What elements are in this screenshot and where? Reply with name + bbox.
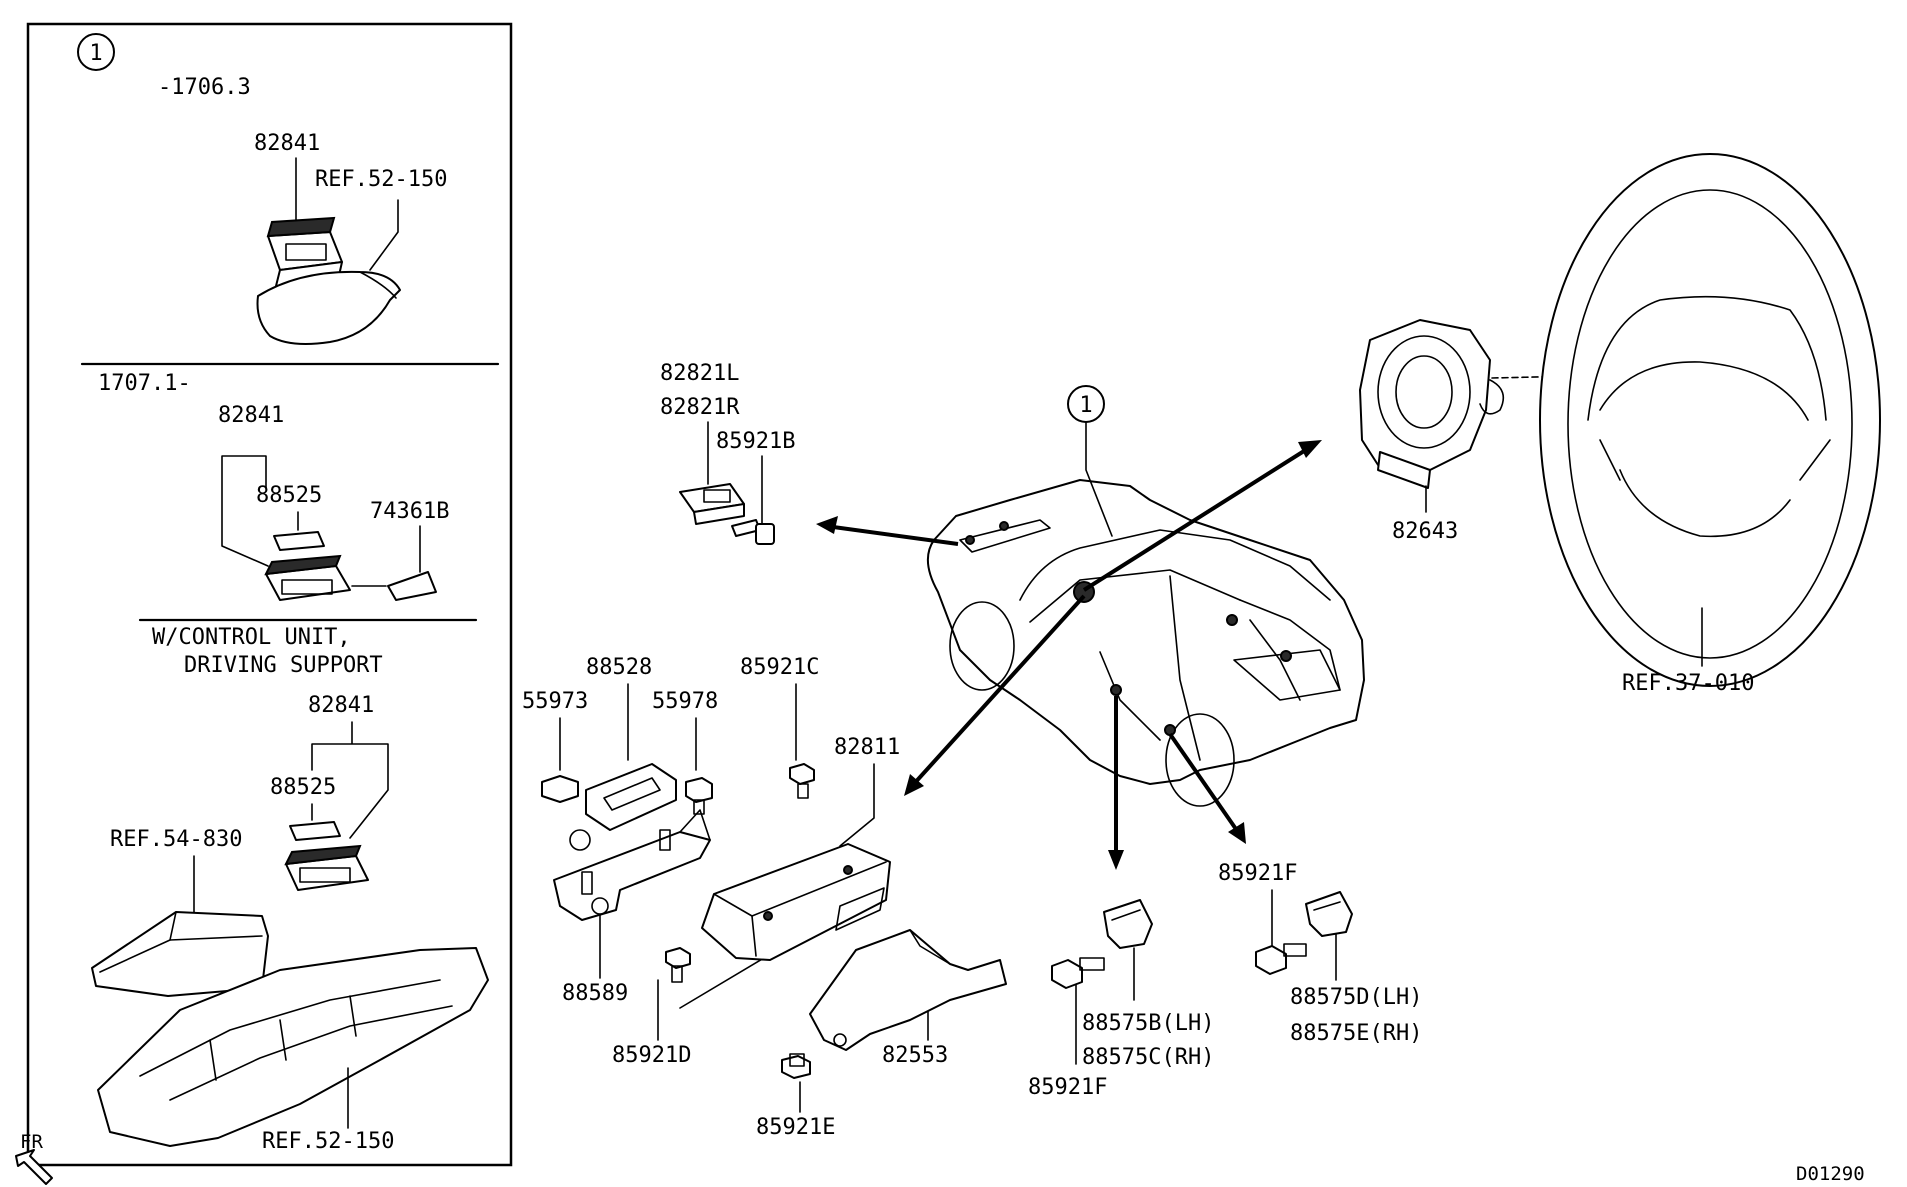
leader-ref-52-150-a (369, 199, 399, 271)
vehicle-outline (927, 479, 1365, 807)
part-label-88575D: 88575D(LH) (1290, 985, 1422, 1010)
leader-82811 (839, 763, 875, 847)
leader-85921D (657, 957, 765, 1041)
main-callout-number: 1 (1079, 393, 1092, 418)
inset-panel: 1 -1706.3 82841 REF.52-150 1707.1- 82841… (26, 22, 513, 1167)
part-label-88589: 88589 (562, 981, 628, 1006)
cover-74361B (387, 571, 437, 601)
pad-88525-c (289, 821, 341, 841)
part-label-82811: 82811 (834, 735, 900, 760)
inset-frame (26, 22, 513, 1167)
sensor-82841-c (284, 844, 369, 891)
part-label-88525-b: 88525 (256, 483, 322, 508)
panel-ref-52-150 (97, 947, 489, 1147)
sensor-82841-b (264, 554, 351, 601)
bolt-85921C (789, 763, 815, 799)
bolt-85921E (781, 1053, 811, 1079)
part-label-85921B: 85921B (716, 429, 795, 454)
ref-label-37-010: REF.37-010 (1622, 671, 1754, 696)
drawing-code: D01290 (1796, 1163, 1865, 1185)
bolt-85921D (665, 947, 691, 983)
part-label-88575B: 88575B(LH) (1082, 1011, 1214, 1036)
bolt-85921F-left (1051, 957, 1105, 989)
bolt-85921F-right (1255, 943, 1307, 975)
part-label-88528: 88528 (586, 655, 652, 680)
pad-88525-b (273, 531, 325, 551)
front-label: FR (20, 1131, 43, 1153)
bracket-82553 (809, 929, 1007, 1051)
part-label-85921F-right: 85921F (1218, 861, 1297, 886)
part-label-88525-c: 88525 (270, 775, 336, 800)
part-label-82841-b: 82841 (218, 403, 284, 428)
nut-55973 (541, 775, 579, 803)
condition-line-2: DRIVING SUPPORT (184, 653, 383, 678)
leader-82841-b (221, 455, 269, 567)
arrow-to-82643 (1082, 444, 1314, 592)
leader-82841-c (311, 721, 389, 839)
side-sensor-88575B (1103, 899, 1153, 949)
side-sensor-88575D (1305, 891, 1353, 937)
bracket-ref-54-830 (91, 911, 269, 997)
part-label-85921D: 85921D (612, 1043, 691, 1068)
part-label-82643: 82643 (1392, 519, 1458, 544)
part-label-85921F-left: 85921F (1028, 1075, 1107, 1100)
leader-main-callout (1085, 421, 1113, 537)
condition-line-1: W/CONTROL UNIT, (152, 625, 351, 650)
nut-55978 (685, 777, 713, 815)
inset-callout-circle (77, 33, 115, 71)
part-label-74361B: 74361B (370, 499, 449, 524)
part-label-82841-a: 82841 (254, 131, 320, 156)
ref-label-52-150-c: REF.52-150 (262, 1129, 394, 1154)
impact-sensor-82821 (679, 483, 745, 525)
part-label-55978: 55978 (652, 689, 718, 714)
ref-label-52-150-a: REF.52-150 (315, 167, 447, 192)
part-label-85921C: 85921C (740, 655, 819, 680)
part-label-82821R: 82821R (660, 395, 740, 420)
sensor-88528 (585, 763, 677, 831)
part-label-85921E: 85921E (756, 1115, 835, 1140)
part-label-55973: 55973 (522, 689, 588, 714)
srs-control-unit-82811 (701, 843, 891, 961)
part-label-82553: 82553 (882, 1043, 948, 1068)
steering-wheel (1539, 153, 1881, 687)
part-label-88575E: 88575E(RH) (1290, 1021, 1422, 1046)
arrow-to-82811 (910, 594, 1086, 788)
serial-range-a: -1706.3 (158, 75, 251, 100)
bracket-88589 (553, 809, 711, 921)
arrow-to-82821 (825, 524, 959, 546)
part-label-82841-c: 82841 (308, 693, 374, 718)
clock-spring-82643 (1359, 319, 1505, 489)
location-arrows (816, 440, 1322, 870)
front-orientation-indicator: FR (15, 1131, 53, 1185)
serial-range-b: 1707.1- (98, 371, 191, 396)
front-arrow-icon (15, 1149, 53, 1185)
arrow-to-88575D (1168, 732, 1240, 834)
part-label-88575C: 88575C(RH) (1082, 1045, 1214, 1070)
bolt-85921B (731, 519, 775, 545)
ref-label-54-830: REF.54-830 (110, 827, 242, 852)
mount-cover-a (256, 270, 401, 345)
inset-callout-number: 1 (89, 41, 102, 66)
part-label-82821L: 82821L (660, 361, 739, 386)
